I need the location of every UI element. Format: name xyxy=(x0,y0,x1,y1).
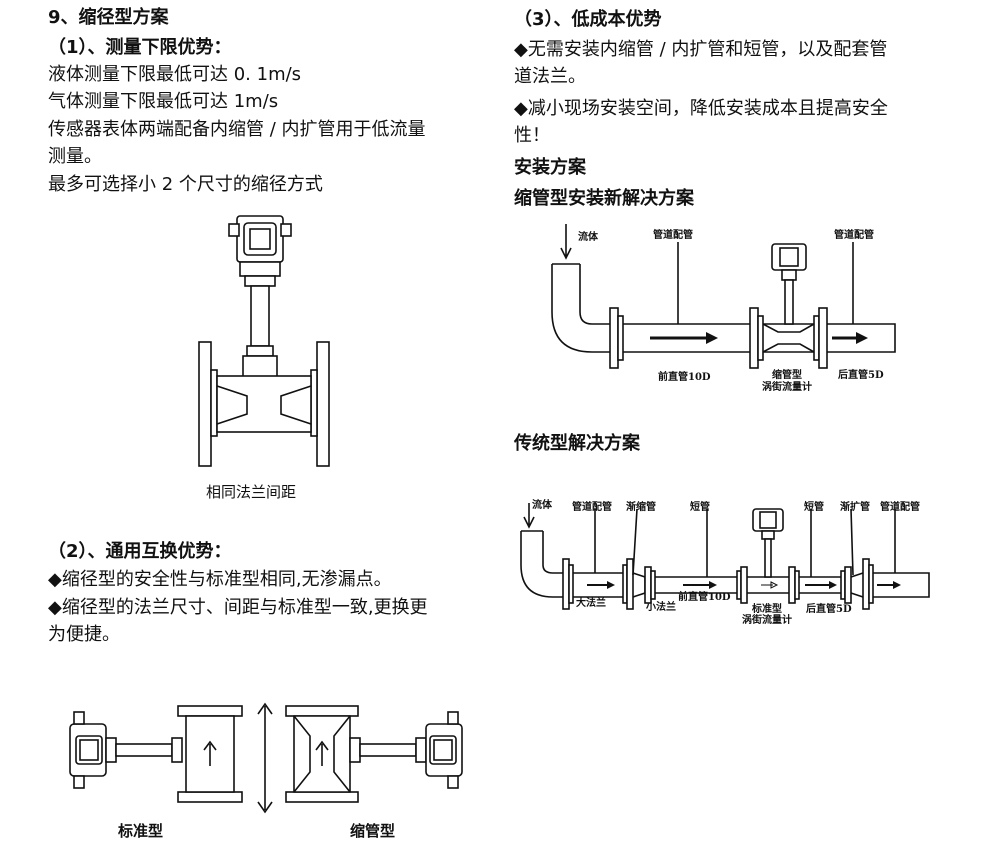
space-point: ◆减小现场安装空间，降低安装成本且提高安全 xyxy=(514,98,888,119)
standard-type-label: 标准型 xyxy=(118,822,164,840)
old-meter-label-1: 标准型 xyxy=(752,604,782,615)
subsection-interchange: （2）、通用互换优势： xyxy=(48,541,232,562)
flange-point: ◆缩径型的法兰尺寸、间距与标准型一致,更换更 xyxy=(48,597,428,618)
sensor-text-2: 测量。 xyxy=(48,146,102,167)
reduce-size-text: 最多可选择小 2 个尺寸的缩径方式 xyxy=(48,174,323,195)
old-pipe-label-1: 管道配管 xyxy=(572,502,612,513)
liquid-limit-text: 液体测量下限最低可达 0. 1m/s xyxy=(48,64,302,85)
new-meter-label-1: 缩管型 xyxy=(772,370,802,381)
section-title: 9、缩径型方案 xyxy=(48,7,169,28)
sensor-text: 传感器表体两端配备内缩管 / 内扩管用于低流量 xyxy=(48,119,426,140)
old-reducer-label: 渐缩管 xyxy=(626,502,656,513)
space-point-2: 性！ xyxy=(514,125,550,146)
new-solution-diagram xyxy=(551,224,896,369)
new-pipe-label-2: 管道配管 xyxy=(834,230,874,241)
flange-point-2: 为便捷。 xyxy=(48,624,120,645)
old-front-label: 前直管10D xyxy=(678,592,731,603)
traditional-solution-diagram xyxy=(520,503,930,610)
traditional-solution-heading: 传统型解决方案 xyxy=(514,433,640,454)
figure1-caption: 相同法兰间距 xyxy=(206,483,297,501)
subsection-low-cost: （3）、低成本优势 xyxy=(514,9,662,30)
new-solution-heading: 缩管型安装新解决方案 xyxy=(514,188,694,209)
old-small-flange-label: 小法兰 xyxy=(646,602,676,613)
old-short-label-1: 短管 xyxy=(690,502,710,513)
new-meter-label-2: 涡街流量计 xyxy=(762,382,812,393)
old-flow-label: 流体 xyxy=(532,500,552,511)
reduced-bore-meter-figure xyxy=(198,215,330,467)
old-meter-label-2: 涡街流量计 xyxy=(742,615,792,626)
subsection-low-limit: （1）、测量下限优势： xyxy=(48,37,232,58)
new-front-label: 前直管10D xyxy=(658,372,711,383)
no-install-point-2: 道法兰。 xyxy=(514,66,586,87)
old-pipe-label-2: 管道配管 xyxy=(880,502,920,513)
old-big-flange-label: 大法兰 xyxy=(576,598,606,609)
gas-limit-text: 气体测量下限最低可达 1m/s xyxy=(48,91,279,112)
install-heading: 安装方案 xyxy=(514,157,586,178)
new-back-label: 后直管5D xyxy=(838,370,884,381)
new-pipe-label-1: 管道配管 xyxy=(653,230,693,241)
old-expander-label: 渐扩管 xyxy=(840,502,870,513)
safety-point: ◆缩径型的安全性与标准型相同,无渗漏点。 xyxy=(48,569,392,590)
comparison-figure xyxy=(69,702,463,814)
no-install-point: ◆无需安装内缩管 / 内扩管和短管，以及配套管 xyxy=(514,39,888,60)
new-flow-label: 流体 xyxy=(578,232,598,243)
old-back-label: 后直管5D xyxy=(806,604,852,615)
reduced-type-label: 缩管型 xyxy=(350,822,396,840)
old-short-label-2: 短管 xyxy=(804,502,824,513)
